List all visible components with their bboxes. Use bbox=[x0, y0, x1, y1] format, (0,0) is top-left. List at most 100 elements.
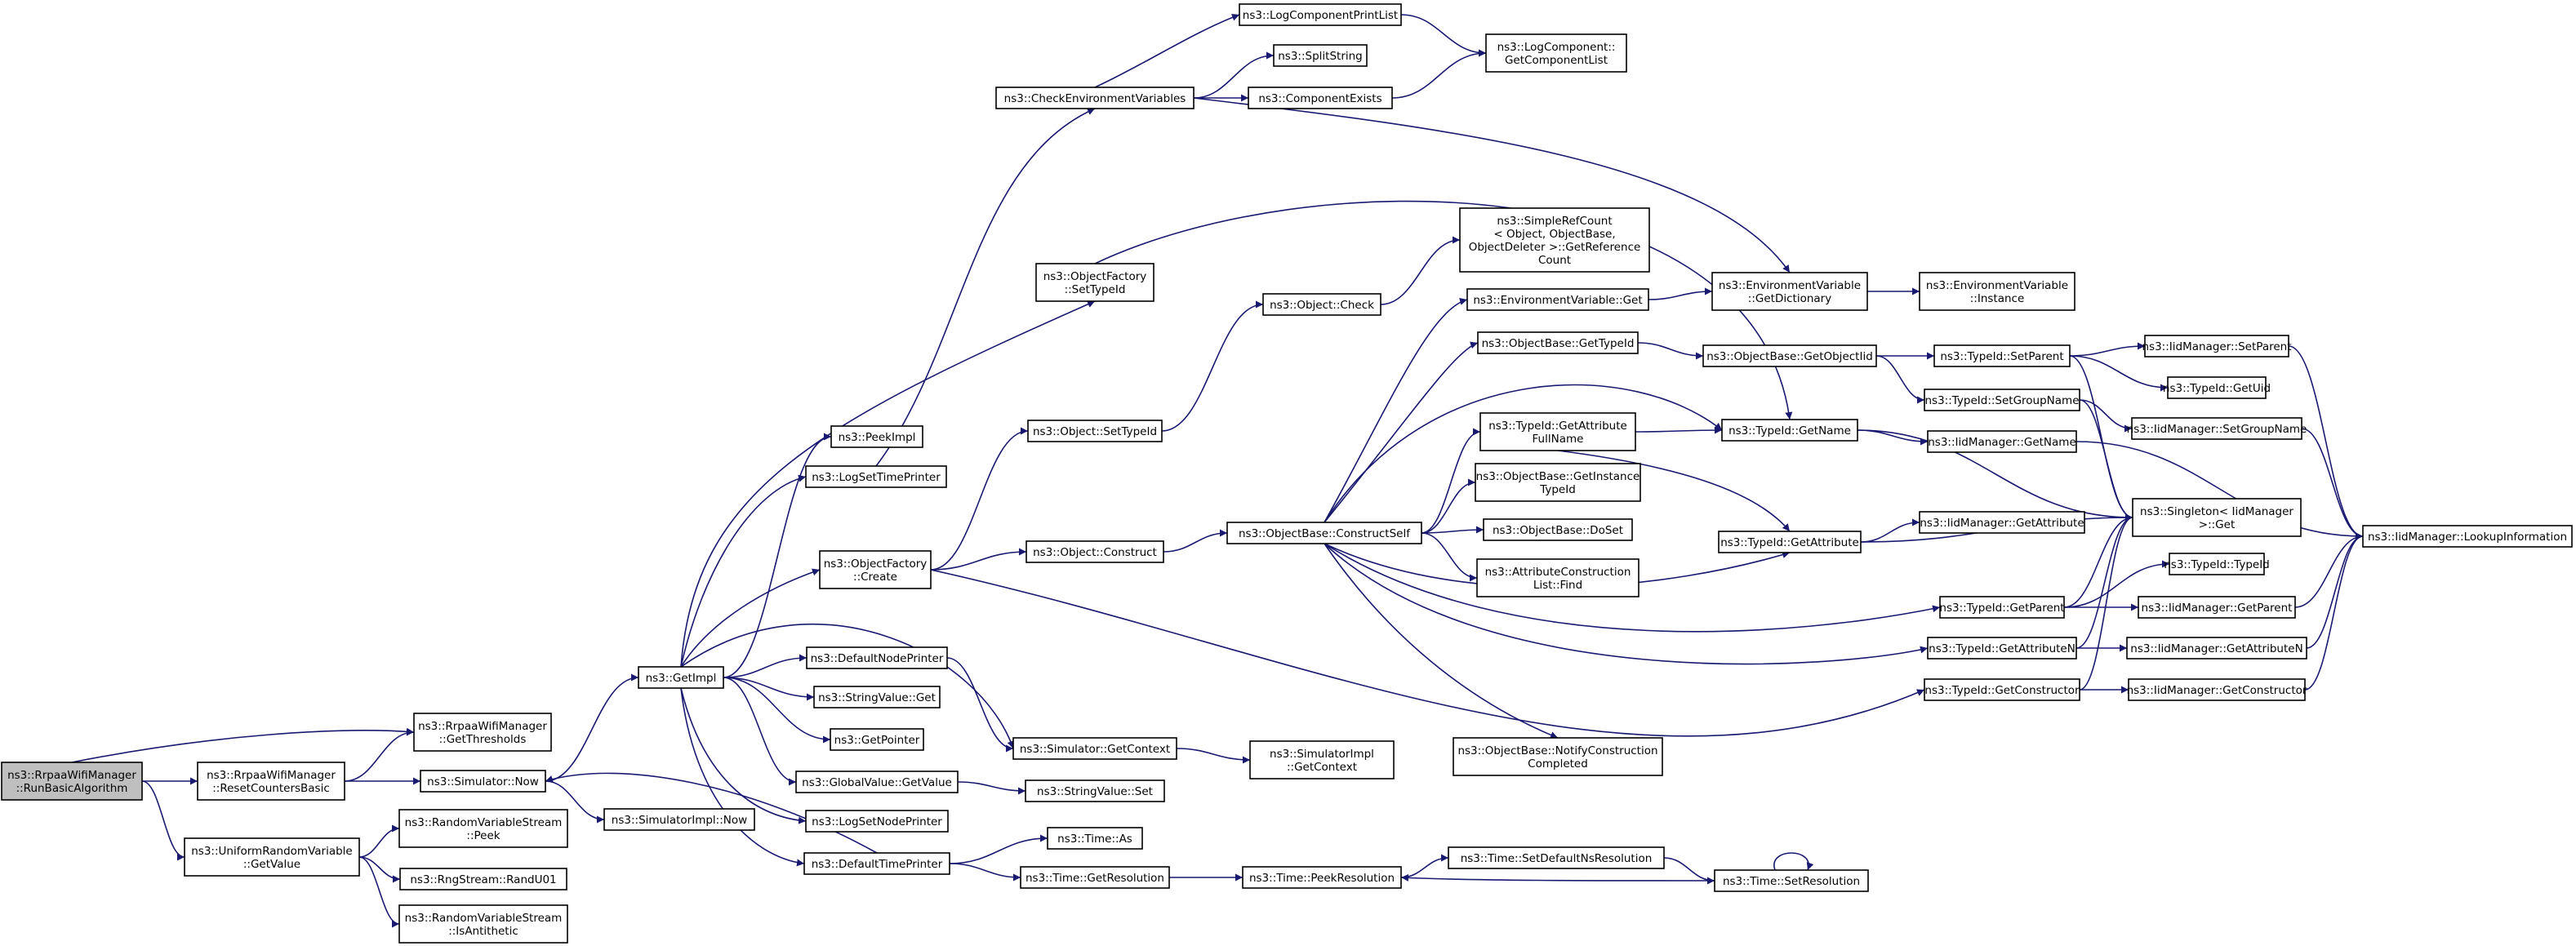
node-box[interactable] bbox=[2169, 553, 2265, 575]
node-box[interactable] bbox=[1477, 331, 1639, 354]
node-iidsgn[interactable]: ns3::IidManager::SetGroupName bbox=[2127, 417, 2307, 440]
node-box[interactable] bbox=[398, 904, 568, 944]
node-split[interactable]: ns3::SplitString bbox=[1273, 44, 1368, 67]
node-dtp[interactable]: ns3::DefaultTimePrinter bbox=[803, 852, 950, 875]
node-box[interactable] bbox=[1, 762, 143, 801]
node-box[interactable] bbox=[2144, 335, 2289, 358]
node-timeas[interactable]: ns3::Time::As bbox=[1047, 827, 1143, 850]
node-box[interactable] bbox=[184, 837, 360, 877]
node-box[interactable] bbox=[1475, 463, 1641, 502]
node-box[interactable] bbox=[2362, 525, 2573, 548]
node-iidgan[interactable]: ns3::IidManager::GetAttributeN bbox=[2126, 637, 2307, 660]
node-box[interactable] bbox=[1035, 263, 1155, 302]
node-objcheck[interactable]: ns3::Object::Check bbox=[1262, 293, 1381, 316]
node-box[interactable] bbox=[1483, 518, 1633, 541]
node-obdoset[interactable]: ns3::ObjectBase::DoSet bbox=[1483, 518, 1633, 541]
node-box[interactable] bbox=[1476, 558, 1639, 597]
node-box[interactable] bbox=[1226, 522, 1422, 544]
node-box[interactable] bbox=[2126, 637, 2307, 660]
node-iidli[interactable]: ns3::IidManager::LookupInformation bbox=[2362, 525, 2573, 548]
node-lcgcl[interactable]: ns3::LogComponent::GetComponentList bbox=[1485, 33, 1627, 73]
node-evinst[interactable]: ns3::EnvironmentVariable::Instance bbox=[1919, 272, 2075, 311]
node-obgoid[interactable]: ns3::ObjectBase::GetObjectIid bbox=[1702, 344, 1877, 367]
node-box[interactable] bbox=[1919, 511, 2085, 534]
node-box[interactable] bbox=[830, 425, 923, 448]
node-tidgp[interactable]: ns3::TypeId::GetParent bbox=[1939, 596, 2065, 619]
node-tidga[interactable]: ns3::TypeId::GetAttribute bbox=[1718, 531, 1862, 553]
node-box[interactable] bbox=[1026, 540, 1164, 563]
node-box[interactable] bbox=[813, 686, 941, 708]
node-box[interactable] bbox=[803, 852, 950, 875]
node-box[interactable] bbox=[1262, 293, 1381, 316]
node-box[interactable] bbox=[795, 771, 959, 793]
node-objcons[interactable]: ns3::Object::Construct bbox=[1026, 540, 1164, 563]
node-box[interactable] bbox=[1479, 412, 1636, 451]
node-rvpeek[interactable]: ns3::RandomVariableStream::Peek bbox=[398, 809, 568, 848]
node-iidgn[interactable]: ns3::IidManager::GetName bbox=[1927, 430, 2077, 453]
node-box[interactable] bbox=[1020, 866, 1170, 889]
node-box[interactable] bbox=[1448, 846, 1665, 869]
node-evgd[interactable]: ns3::EnvironmentVariable::GetDictionary bbox=[1711, 272, 1868, 311]
node-box[interactable] bbox=[1459, 207, 1650, 273]
node-svset[interactable]: ns3::StringValue::Set bbox=[1025, 779, 1165, 802]
node-box[interactable] bbox=[1485, 33, 1627, 73]
node-box[interactable] bbox=[1249, 740, 1395, 779]
node-box[interactable] bbox=[1919, 272, 2075, 311]
node-peekimpl[interactable]: ns3::PeekImpl bbox=[830, 425, 923, 448]
node-ocs[interactable]: ns3::ObjectBase::ConstructSelf bbox=[1226, 522, 1422, 544]
node-box[interactable] bbox=[1714, 869, 1869, 892]
node-tidsgn[interactable]: ns3::TypeId::SetGroupName bbox=[1924, 389, 2080, 411]
node-tidtid[interactable]: ns3::TypeId::TypeId bbox=[2164, 553, 2270, 575]
node-ofset[interactable]: ns3::ObjectFactory::SetTypeId bbox=[1035, 263, 1155, 302]
node-box[interactable] bbox=[1927, 637, 2077, 660]
node-timegr[interactable]: ns3::Time::GetResolution bbox=[1020, 866, 1170, 889]
node-box[interactable] bbox=[1702, 344, 1877, 367]
node-anti[interactable]: ns3::RandomVariableStream::IsAntithetic bbox=[398, 904, 568, 944]
node-box[interactable] bbox=[806, 646, 948, 669]
node-run[interactable]: ns3::RrpaaWifiManager::RunBasicAlgorithm bbox=[1, 762, 143, 801]
node-objset[interactable]: ns3::Object::SetTypeId bbox=[1027, 420, 1163, 442]
node-tidgc[interactable]: ns3::TypeId::GetConstructor bbox=[1924, 678, 2080, 701]
node-lcpl[interactable]: ns3::LogComponentPrintList bbox=[1239, 3, 1402, 26]
node-iidgp[interactable]: ns3::IidManager::GetParent bbox=[2138, 596, 2296, 619]
node-lstp[interactable]: ns3::LogSetTimePrinter bbox=[805, 465, 947, 488]
node-dnp[interactable]: ns3::DefaultNodePrinter bbox=[806, 646, 948, 669]
node-box[interactable] bbox=[1466, 288, 1649, 311]
node-lsnp[interactable]: ns3::LogSetNodePrinter bbox=[805, 810, 949, 833]
node-tsr[interactable]: ns3::Time::SetResolution bbox=[1714, 869, 1869, 892]
node-timepr[interactable]: ns3::Time::PeekResolution bbox=[1242, 866, 1402, 889]
node-box[interactable] bbox=[1927, 430, 2077, 453]
node-cev[interactable]: ns3::CheckEnvironmentVariables bbox=[995, 87, 1195, 109]
node-box[interactable] bbox=[603, 808, 755, 831]
node-box[interactable] bbox=[1711, 272, 1868, 311]
node-tidguid[interactable]: ns3::TypeId::GetUid bbox=[2163, 376, 2271, 399]
node-box[interactable] bbox=[420, 770, 546, 793]
node-box[interactable] bbox=[398, 809, 568, 848]
node-box[interactable] bbox=[1939, 596, 2065, 619]
node-singget[interactable]: ns3::Singleton< IidManager>::Get bbox=[2132, 498, 2302, 537]
node-box[interactable] bbox=[2167, 376, 2267, 399]
node-iidga[interactable]: ns3::IidManager::GetAttribute bbox=[1919, 511, 2085, 534]
node-box[interactable] bbox=[1924, 389, 2080, 411]
node-box[interactable] bbox=[805, 810, 949, 833]
node-getimpl[interactable]: ns3::GetImpl bbox=[638, 666, 724, 689]
node-getptr[interactable]: ns3::GetPointer bbox=[830, 728, 924, 751]
node-iidsp[interactable]: ns3::IidManager::SetParent bbox=[2142, 335, 2292, 358]
node-simgc[interactable]: ns3::Simulator::GetContext bbox=[1012, 737, 1177, 760]
node-snow[interactable]: ns3::Simulator::Now bbox=[420, 770, 546, 793]
node-srcget[interactable]: ns3::SimpleRefCount< Object, ObjectBase,… bbox=[1459, 207, 1650, 273]
node-box[interactable] bbox=[1025, 779, 1165, 802]
node-box[interactable] bbox=[1721, 419, 1858, 442]
node-box[interactable] bbox=[2132, 498, 2302, 537]
node-iidgc[interactable]: ns3::IidManager::GetConstructor bbox=[2127, 678, 2307, 701]
node-box[interactable] bbox=[830, 728, 924, 751]
node-simigc[interactable]: ns3::SimulatorImpl::GetContext bbox=[1249, 740, 1395, 779]
node-urv[interactable]: ns3::UniformRandomVariable::GetValue bbox=[184, 837, 360, 877]
node-siminow[interactable]: ns3::SimulatorImpl::Now bbox=[603, 808, 755, 831]
node-box[interactable] bbox=[1242, 866, 1402, 889]
node-box[interactable] bbox=[1718, 531, 1862, 553]
node-box[interactable] bbox=[995, 87, 1195, 109]
node-obnc[interactable]: ns3::ObjectBase::NotifyConstructionCompl… bbox=[1453, 737, 1663, 776]
node-box[interactable] bbox=[1924, 678, 2080, 701]
